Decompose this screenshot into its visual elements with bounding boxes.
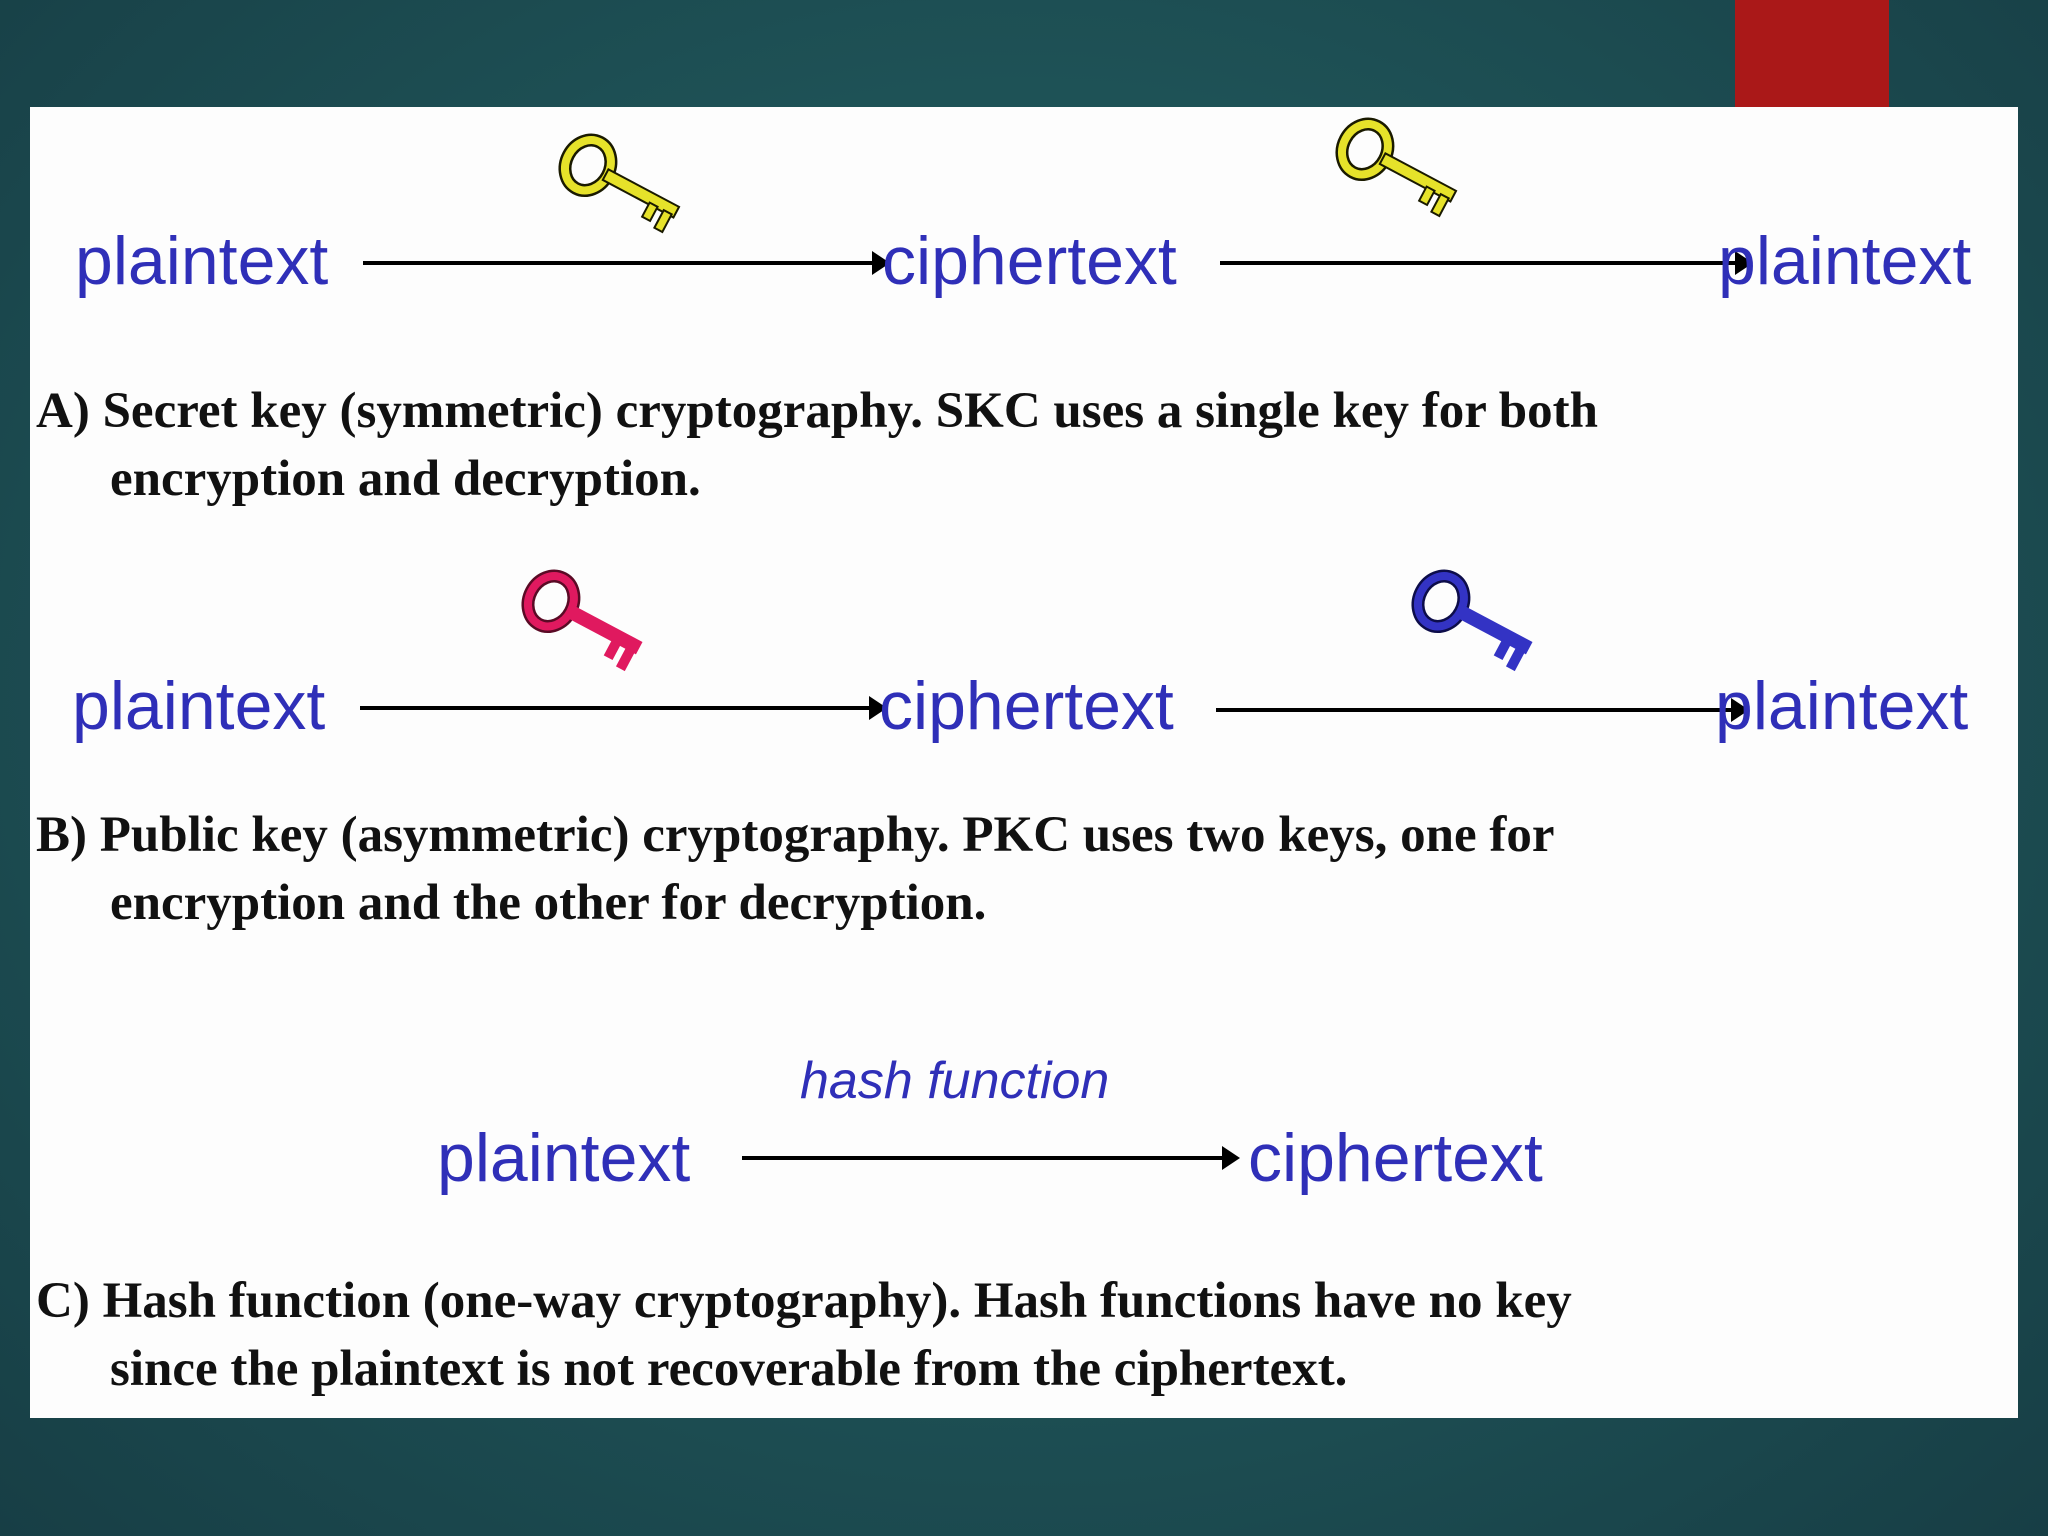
hash-function-label: hash function (800, 1052, 1110, 1110)
key-icon-blue (1411, 569, 1533, 672)
caption-b: B) Public key (asymmetric) cryptography.… (36, 801, 1555, 937)
caption-a: A) Secret key (symmetric) cryptography. … (36, 377, 1598, 513)
slide: plaintext ciphertext plaintext A) Secret… (30, 107, 2018, 1418)
caption-c-line2: since the plaintext is not recoverable f… (110, 1341, 1348, 1397)
plaintext-label: plaintext (1718, 223, 1972, 299)
plaintext-label: plaintext (437, 1120, 691, 1196)
caption-a-line2: encryption and decryption. (110, 451, 701, 507)
hash-arrow (742, 1146, 1240, 1170)
caption-b-line1: B) Public key (asymmetric) cryptography.… (36, 807, 1555, 863)
caption-c-line1: C) Hash function (one-way cryptography).… (36, 1273, 1572, 1329)
caption-a-line1: A) Secret key (symmetric) cryptography. … (36, 383, 1598, 439)
key-icon-yellow (558, 133, 681, 234)
plaintext-label: plaintext (1715, 668, 1969, 744)
encrypt-arrow (360, 696, 887, 720)
ciphertext-label: ciphertext (879, 668, 1174, 744)
ciphertext-label: ciphertext (882, 223, 1177, 299)
encrypt-arrow (363, 251, 890, 275)
accent-tab (1735, 0, 1889, 108)
plaintext-label: plaintext (75, 223, 329, 299)
plaintext-label: plaintext (72, 668, 326, 744)
caption-b-line2: encryption and the other for decryption. (110, 875, 987, 931)
key-icon-yellow (1335, 117, 1458, 218)
ciphertext-label: ciphertext (1248, 1120, 1543, 1196)
decrypt-arrow (1220, 251, 1753, 275)
decrypt-arrow (1216, 698, 1749, 722)
key-icon-pink (521, 569, 643, 672)
caption-c: C) Hash function (one-way cryptography).… (36, 1267, 1572, 1403)
